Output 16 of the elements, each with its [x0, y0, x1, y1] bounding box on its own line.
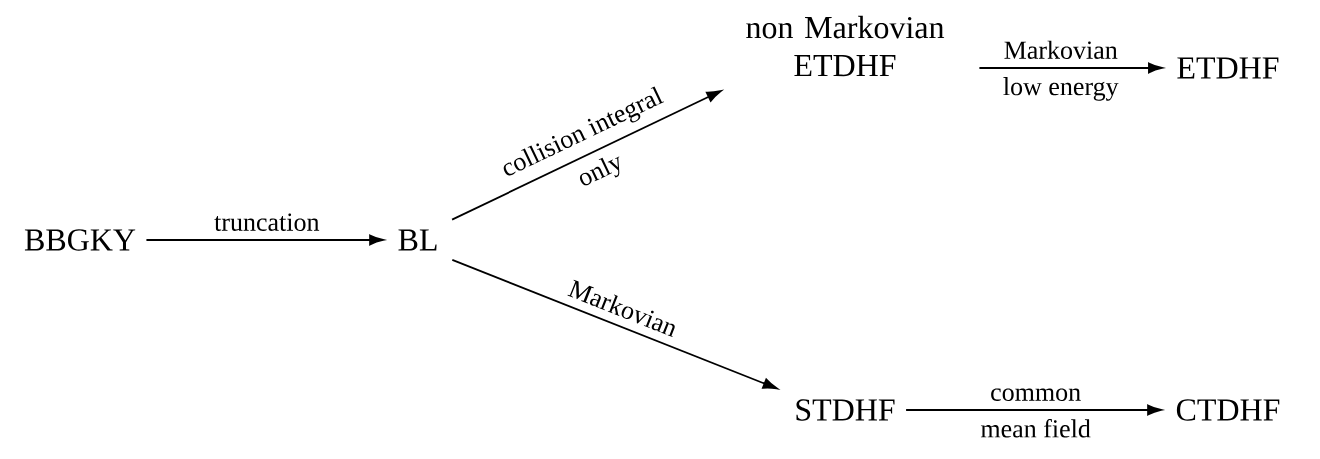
term: CTDHF — [1176, 399, 1280, 421]
term: STDHF — [796, 399, 895, 421]
arrow — [451, 258, 778, 390]
arrow — [451, 90, 722, 221]
edge-label: Markovian — [1004, 40, 1118, 59]
term: BL — [398, 229, 437, 251]
edge-label: truncation — [214, 213, 320, 231]
term: non Markovian ETDHF — [746, 15, 945, 77]
term: BBGKY — [24, 229, 136, 251]
arrow — [978, 62, 1163, 74]
edge-label: common — [991, 388, 1081, 401]
label: mean field — [980, 419, 1091, 438]
arrow — [905, 404, 1162, 416]
label: low energy — [1003, 77, 1119, 101]
term: ETDHF — [1177, 57, 1279, 79]
arrow — [145, 234, 384, 246]
